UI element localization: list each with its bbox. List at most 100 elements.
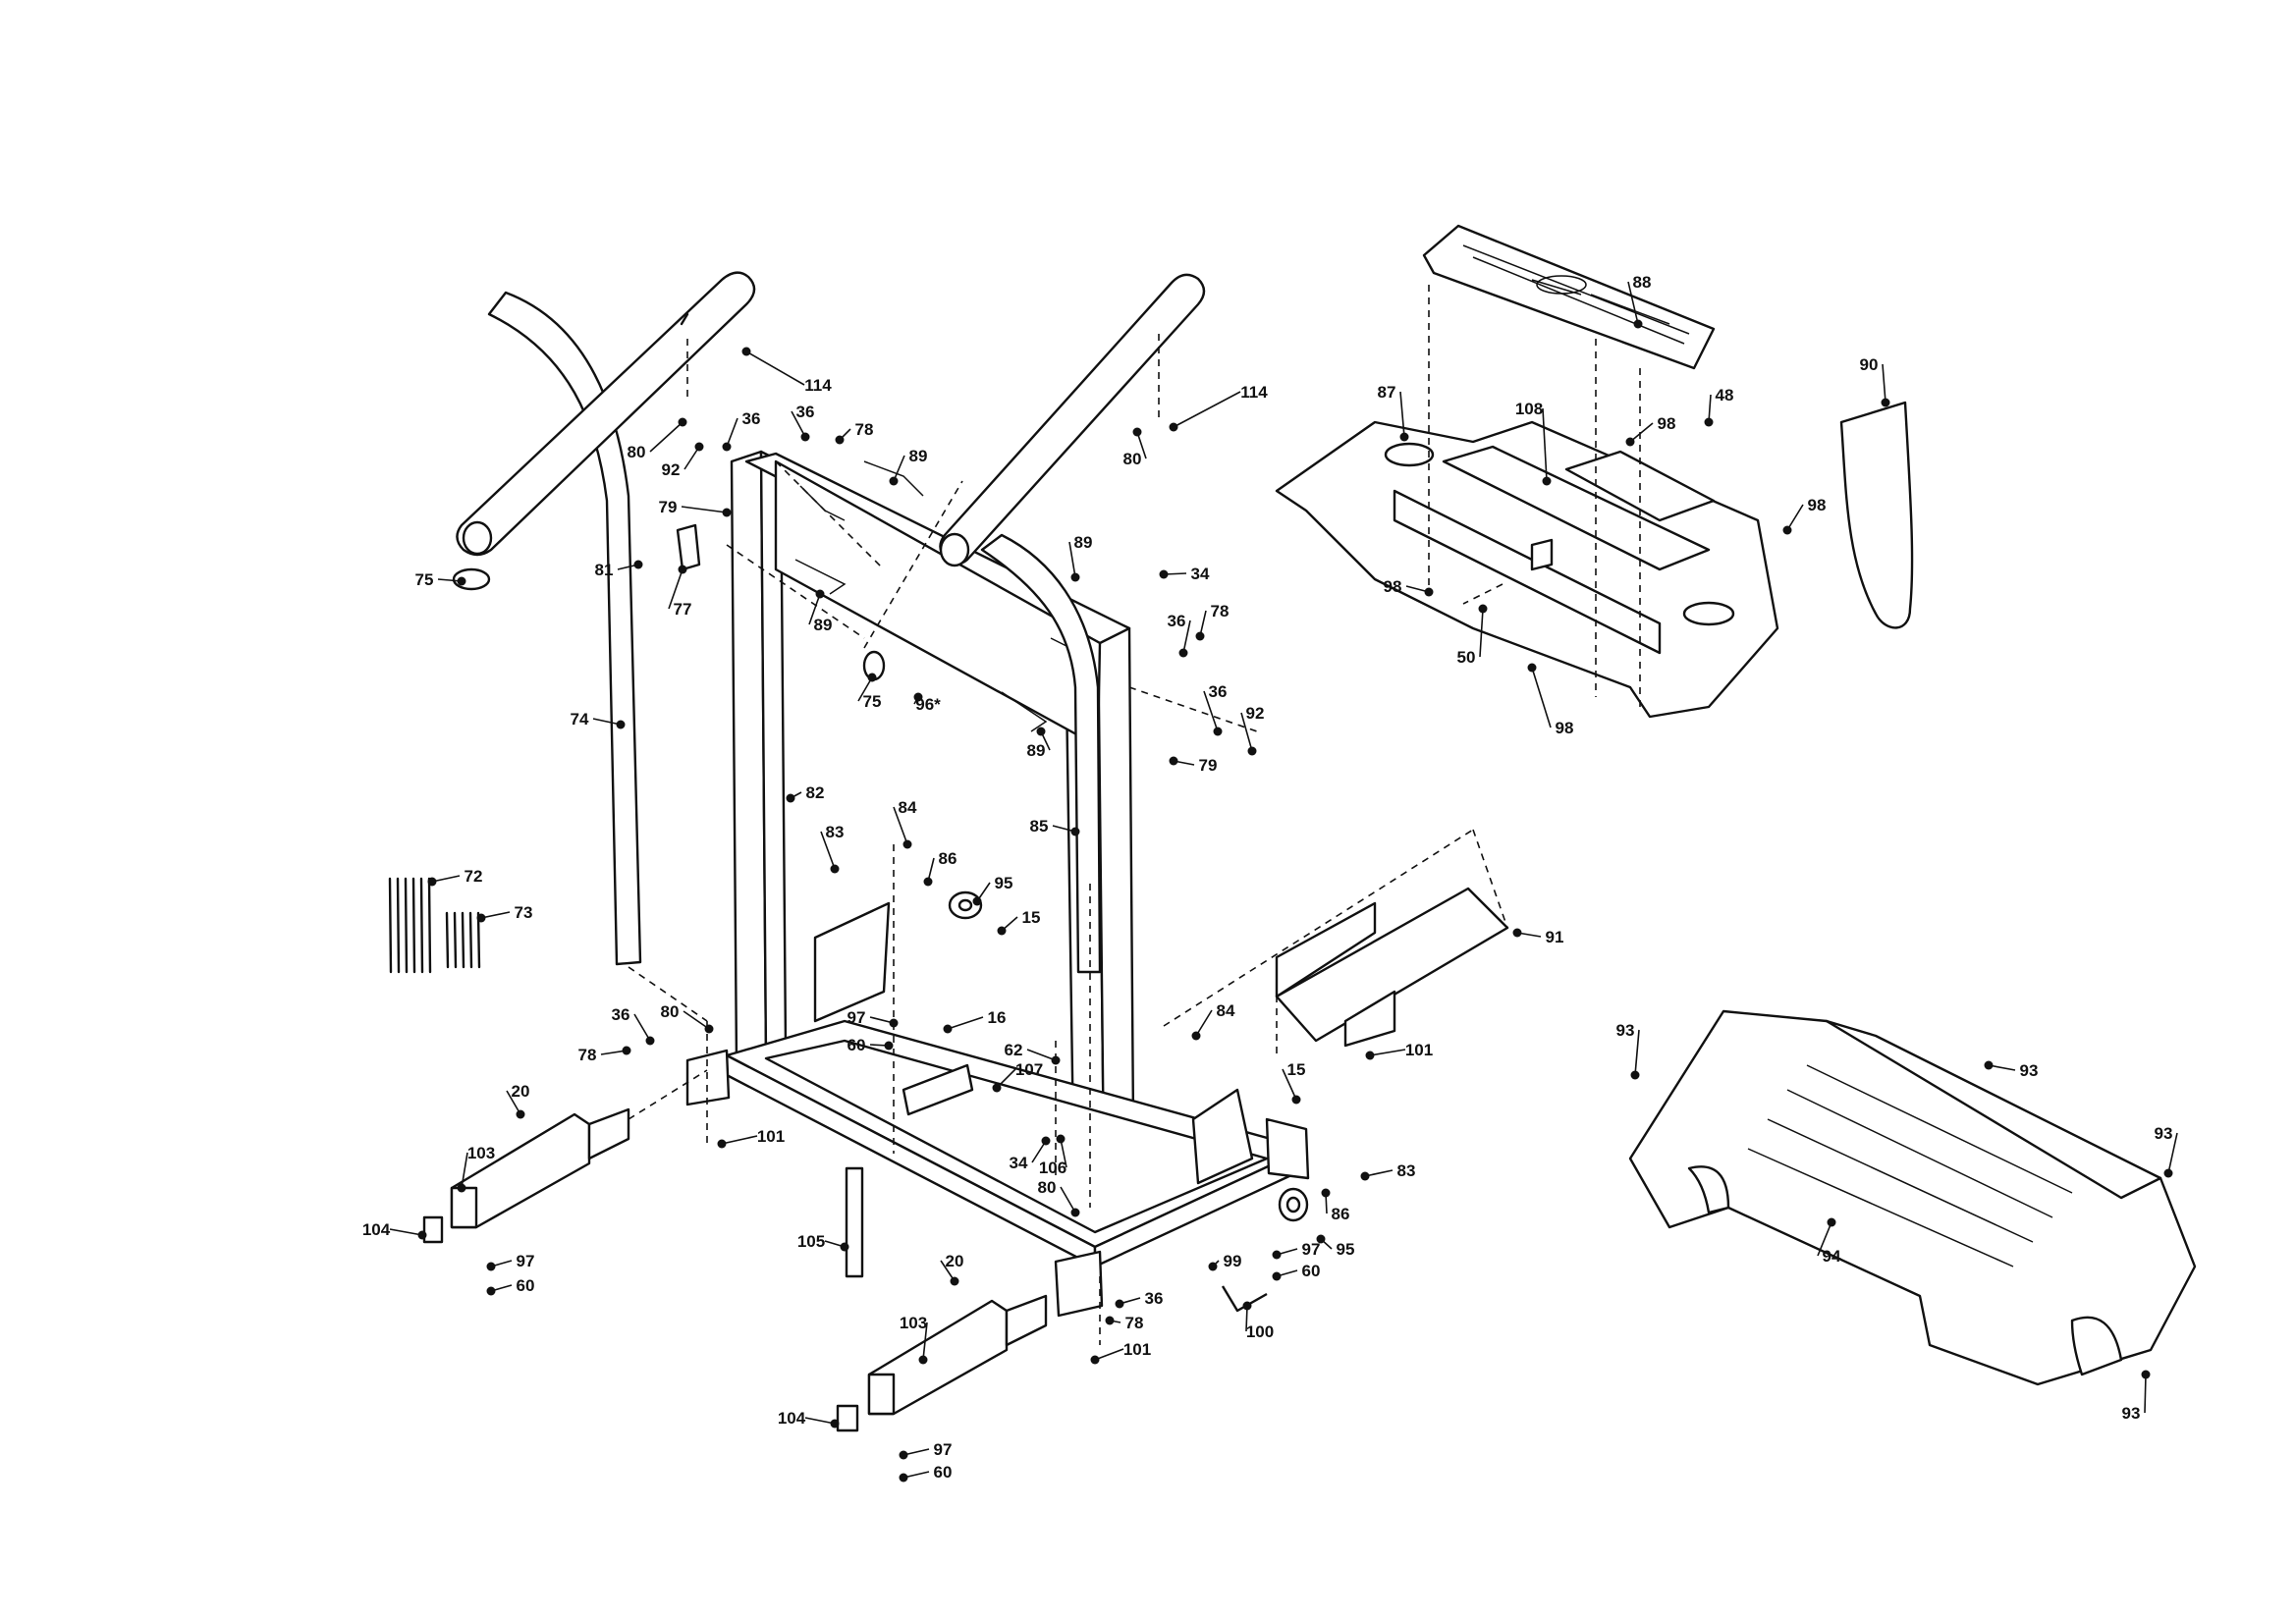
fastener-dot [678, 565, 687, 574]
fastener-dot [1399, 432, 1409, 442]
callout-79-9: 79 [659, 498, 732, 517]
callout-leader [1369, 1049, 1406, 1056]
callout-leader [1364, 1169, 1394, 1177]
callout-101-43: 101 [1365, 1041, 1433, 1060]
callout-leader [668, 568, 683, 610]
fastener-dot [902, 839, 912, 849]
fastener-dot [427, 877, 437, 887]
fastener-dot [1881, 398, 1890, 407]
callout-leader [893, 455, 905, 482]
leg-103-right [836, 1294, 1048, 1432]
callout-leader [1195, 1009, 1213, 1037]
fastener-dot [1527, 663, 1537, 673]
fastener-dot [704, 1024, 714, 1034]
callout-100-65: 100 [1242, 1301, 1274, 1341]
callout-leader [649, 421, 683, 453]
part-number-label: 98 [1556, 719, 1574, 737]
callout-leader [1060, 1186, 1076, 1214]
fastener-dot [1272, 1271, 1282, 1281]
callout-36-19: 36 [1168, 612, 1191, 658]
fastener-dot [722, 442, 732, 452]
callout-94-84: 94 [1817, 1217, 1841, 1266]
part-number-label: 16 [988, 1008, 1007, 1027]
part-number-label: 15 [1287, 1060, 1306, 1079]
fastener-dot [486, 1286, 496, 1296]
part-number-label: 93 [2155, 1124, 2173, 1143]
callout-101-64: 101 [1090, 1340, 1151, 1365]
fastener-dot [950, 1276, 959, 1286]
callout-leader [2167, 1132, 2178, 1174]
fastener-dot [1512, 928, 1522, 938]
callout-50-78: 50 [1457, 604, 1488, 667]
fastener-dot [1036, 727, 1046, 736]
right-handrail [862, 273, 1206, 974]
callout-leader [791, 410, 806, 438]
fastener-dot [2141, 1370, 2151, 1379]
callout-leader [683, 1010, 710, 1030]
fastener-dot [516, 1109, 525, 1119]
fastener-dot [1191, 1031, 1201, 1041]
part-number-label: 60 [517, 1276, 535, 1295]
callout-leader [1136, 431, 1147, 459]
callout-leader [922, 1321, 928, 1361]
callout-74-24: 74 [571, 710, 626, 729]
callout-60-49: 60 [486, 1276, 535, 1296]
callout-leader [820, 831, 836, 870]
fastener-dot [1625, 437, 1635, 447]
callout-81-10: 81 [595, 560, 643, 579]
callout-36-2: 36 [722, 409, 760, 452]
callout-60-59: 60 [1272, 1262, 1320, 1281]
part-number-label: 106 [1039, 1159, 1066, 1177]
fastener-dot [1169, 756, 1178, 766]
callout-leader [1629, 422, 1654, 443]
fastener-dot [1633, 319, 1643, 329]
fastener-dot [918, 1355, 928, 1365]
part-number-label: 101 [757, 1127, 785, 1146]
callout-leader [681, 506, 728, 513]
callout-93-81: 93 [1616, 1021, 1640, 1080]
part-number-label: 97 [934, 1440, 953, 1459]
fastener-dot [1242, 1301, 1252, 1311]
fastener-dot [943, 1024, 953, 1034]
fastener-dot [457, 1183, 466, 1193]
fastener-dot [1070, 572, 1080, 582]
assembly-lines [628, 285, 1641, 1345]
callout-89-13: 89 [1068, 533, 1093, 582]
fastener-dot [717, 1139, 727, 1149]
part-number-label: 98 [1808, 496, 1827, 514]
callout-114-1: 114 [1169, 383, 1268, 432]
part-number-label: 98 [1658, 414, 1676, 433]
part-number-label: 36 [1209, 682, 1228, 701]
fastener-dot [1630, 1070, 1640, 1080]
part-number-label: 98 [1384, 577, 1402, 596]
fastener-dot [616, 720, 626, 729]
callout-104-47: 104 [362, 1220, 427, 1240]
small-parts [676, 523, 1309, 1313]
part-number-label: 36 [796, 403, 815, 421]
part-number-label: 80 [1123, 450, 1142, 468]
part-number-label: 83 [826, 823, 845, 841]
callout-78-4: 78 [835, 420, 873, 445]
part-number-label: 89 [1074, 533, 1093, 552]
part-number-label: 96* [915, 695, 941, 714]
callout-89-14: 89 [808, 589, 832, 634]
fastener-dot [1213, 727, 1223, 736]
callout-92-6: 92 [662, 442, 704, 479]
callout-99-60: 99 [1208, 1252, 1241, 1271]
fastener-dot [1984, 1060, 1994, 1070]
fastener-dot [997, 926, 1007, 936]
fastener-dot [1070, 827, 1080, 836]
fastener-dot [913, 692, 923, 702]
callout-leader [808, 593, 821, 625]
fastener-dot [1478, 604, 1488, 614]
part-number-label: 78 [578, 1046, 597, 1064]
part-number-label: 20 [946, 1252, 964, 1270]
fastener-dot [884, 1041, 894, 1051]
callout-leader [745, 351, 805, 386]
callout-leader [1988, 1064, 2016, 1071]
callout-15-54: 15 [1282, 1060, 1306, 1105]
part-number-label: 86 [939, 849, 957, 868]
fastener-dot [1051, 1055, 1061, 1065]
callout-leader [726, 417, 738, 448]
